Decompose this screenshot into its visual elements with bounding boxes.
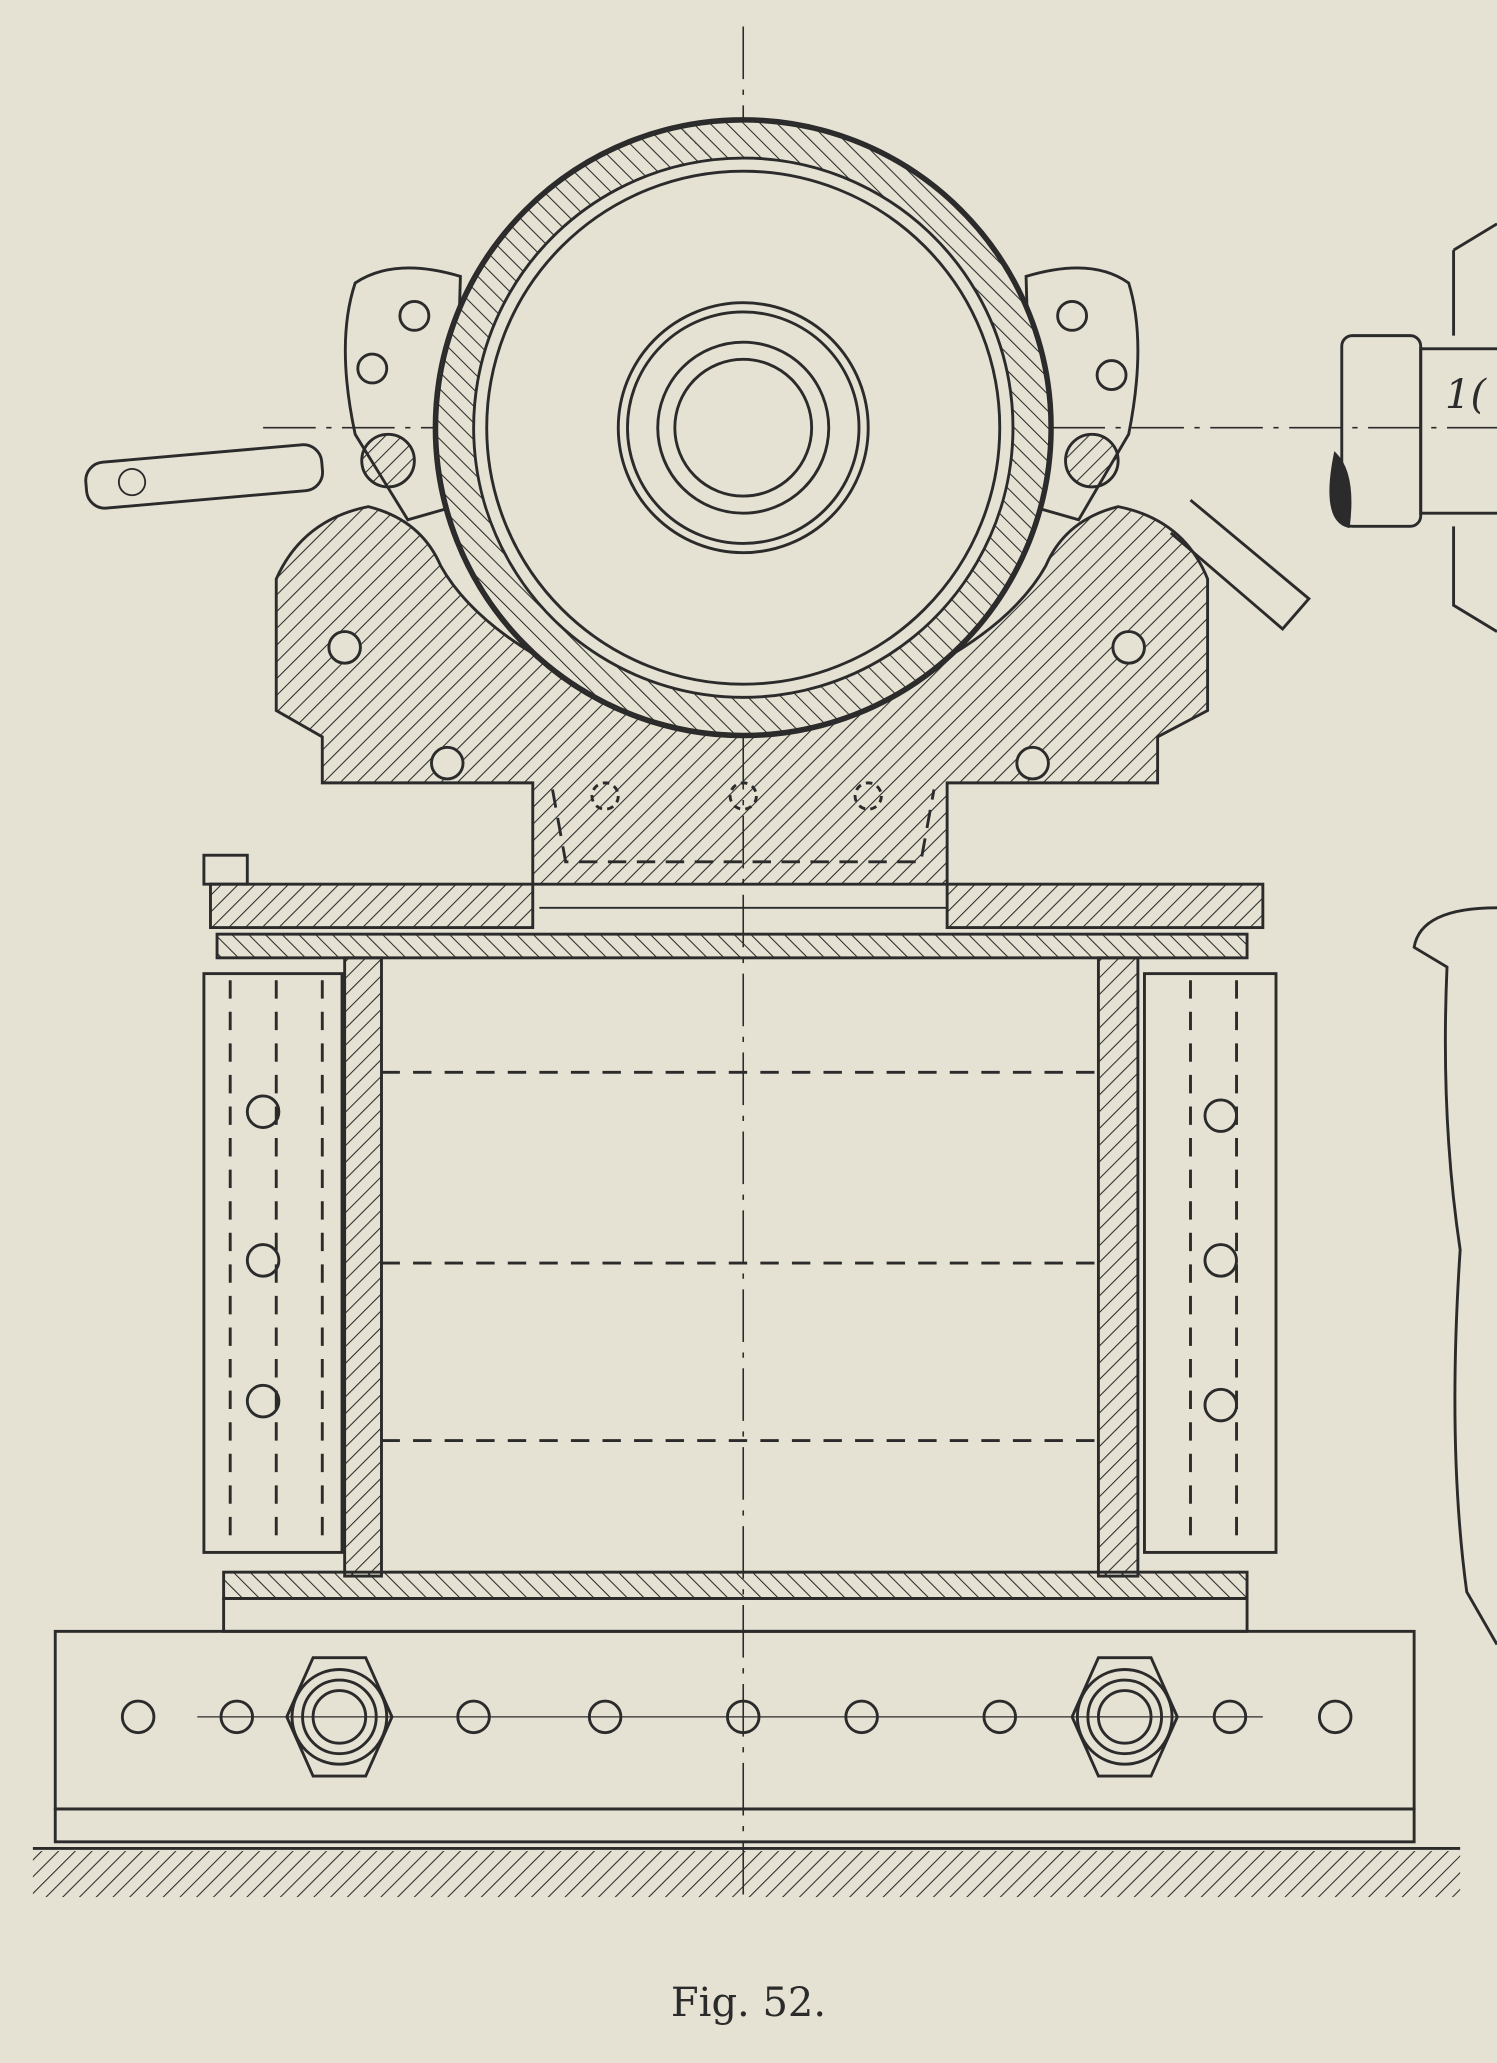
hub (616, 301, 870, 555)
column-right (1143, 972, 1278, 1554)
drum-outer (432, 117, 1054, 739)
lever-right (1169, 498, 1311, 632)
top-plate-left (209, 882, 535, 930)
bracket-right (1024, 266, 1140, 522)
wall-right (1096, 956, 1140, 1578)
column-left (202, 972, 344, 1554)
top-bar (215, 932, 1249, 960)
top-plate-right (945, 882, 1265, 930)
adjacent-part-label: 1( (1445, 372, 1487, 418)
wall-left (343, 956, 383, 1578)
figure-caption: Fig. 52. (670, 1980, 827, 2026)
column-bolts (245, 1094, 1238, 1423)
lug-holes (356, 299, 1128, 489)
lever (84, 443, 325, 510)
bracket-left (343, 266, 462, 522)
adjacent-part (1329, 222, 1497, 1646)
drum-ring (435, 119, 1052, 736)
base-block (53, 1629, 1416, 1811)
bottom-bar (222, 1570, 1249, 1600)
